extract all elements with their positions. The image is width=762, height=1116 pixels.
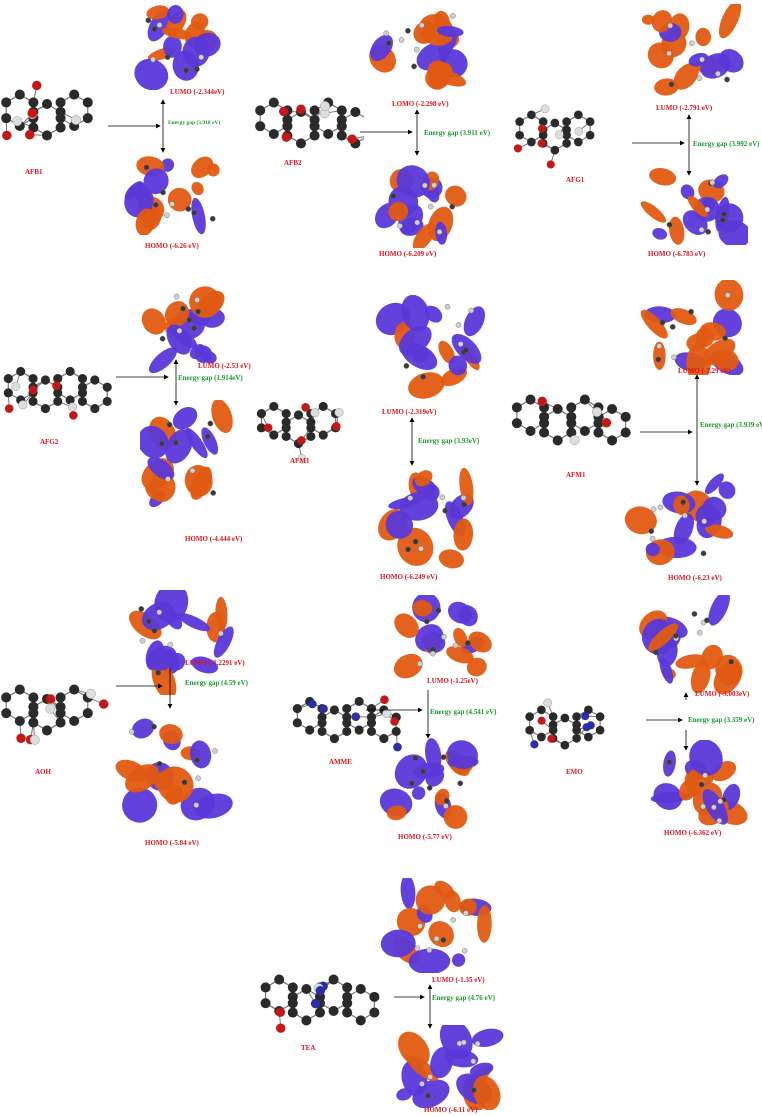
homo-label: HOMO (-4.444 eV) <box>185 535 243 543</box>
lumo-label: LUMO (-2.29 eV) <box>678 367 731 375</box>
lumo-orbital <box>141 286 225 374</box>
panel-afg2: AFG2 LUMO (-2.53 eV) Energy gap (1.914eV… <box>0 280 254 560</box>
panel-afm1-center: AFM1 LUMO (-2.319eV) Energy gap (3.93eV)… <box>254 280 508 581</box>
panel-afm1-right: AFM1 LUMO (-2.29 eV) Energy gap (3.939 e… <box>508 280 762 582</box>
panel-afg1: AFG1 LUMO (-2.791 eV) Energy gap (3.992 … <box>508 0 762 280</box>
lumo-orbital <box>369 10 468 90</box>
transition-arrows <box>640 374 700 486</box>
transition-arrows <box>409 417 415 466</box>
lumo-orbital <box>641 4 744 96</box>
panel-amme: AMME LUMO (-1.25eV) Energy gap (4.541 eV… <box>254 590 508 870</box>
energy-gap-label: Energy gap (3.359 eV) <box>688 716 755 724</box>
homo-label: HOMO (-6.249 eV) <box>380 573 438 581</box>
panel-afb1: AFB1 LUMO (-2.344eV) Energy gap (3.918 e… <box>0 0 254 280</box>
molecule-name: TEA <box>301 1044 316 1052</box>
homo-orbital <box>378 467 474 569</box>
molecule-structure <box>525 698 605 750</box>
transition-arrows <box>108 99 166 153</box>
molecule-structure <box>1 80 93 141</box>
homo-label: HOMO (-6.783 eV) <box>648 250 706 258</box>
molecule-name: AMME <box>329 758 352 766</box>
homo-label: HOMO (-5.84 eV) <box>145 839 199 847</box>
lumo-orbital <box>380 878 492 973</box>
homo-label: HOMO (-6.26 eV) <box>145 242 199 250</box>
panel-afb2: AFB2 LOMO (-2.298 eV) Energy gap (3.911 … <box>254 0 508 280</box>
molecule-name: AFB2 <box>284 159 302 167</box>
lumo-orbital <box>134 4 221 90</box>
homo-orbital <box>140 400 233 508</box>
molecule-structure <box>255 97 364 149</box>
homo-orbital <box>624 473 736 566</box>
molecule-name: AFM1 <box>566 471 586 479</box>
energy-gap-label: Energy gap (3.939 eV) <box>700 421 762 429</box>
energy-gap-label: Energy gap (4.59 eV) <box>185 679 248 687</box>
energy-gap-label: Energy gap (3.911 eV) <box>424 129 491 137</box>
homo-orbital <box>379 738 479 829</box>
homo-label: HOMO (-5.77 eV) <box>398 833 452 841</box>
molecule-structure <box>260 974 380 1033</box>
energy-gap-label: Energy gap (3.992 eV) <box>693 140 760 148</box>
energy-gap-label: Energy gap (4.541 eV) <box>430 708 497 716</box>
lumo-label: LUMO (-3.003eV) <box>695 690 750 698</box>
molecule-structure <box>513 104 595 169</box>
lumo-label: LUMO (-2.53 eV) <box>198 362 251 370</box>
molecule-structure <box>511 394 631 446</box>
lumo-label: LUMO (-2.319eV) <box>382 408 437 416</box>
transition-arrows <box>116 668 173 709</box>
molecule-structure <box>1 684 109 745</box>
molecule-name: AFB1 <box>25 168 43 176</box>
molecule-name: AFG1 <box>566 176 585 184</box>
lumo-orbital <box>394 595 492 679</box>
molecule-structure <box>292 695 402 752</box>
molecule-name: AFM1 <box>290 457 310 465</box>
lumo-label: LUMO (-1.35 eV) <box>432 976 485 984</box>
panel-aoh: AOH LUMO (-1.2291 eV) Energy gap (4.59 e… <box>0 590 254 870</box>
panel-emo: EMO LUMO (-3.003eV) Energy gap (3.359 eV… <box>508 590 762 870</box>
lumo-orbital <box>639 595 743 695</box>
molecule-structure <box>3 366 112 420</box>
transition-arrows <box>632 114 692 176</box>
energy-gap-label: Energy gap (1.914eV) <box>178 374 243 382</box>
homo-orbital <box>396 1025 504 1110</box>
energy-gap-label: Energy gap (4.76 eV) <box>432 994 495 1002</box>
molecule-structure <box>256 401 344 464</box>
lumo-label: LUMO (-2.791 eV) <box>656 104 713 112</box>
energy-gap-label: Energy gap (3.918 eV) <box>168 120 221 126</box>
homo-orbital <box>640 167 748 245</box>
homo-label: HOMO (-6.362 eV) <box>664 829 722 837</box>
panel-tea: TEA LUMO (-1.35 eV) Energy gap (4.76 eV)… <box>254 870 554 1116</box>
homo-orbital <box>374 165 467 248</box>
transition-arrows <box>646 692 689 751</box>
homo-orbital <box>115 718 233 823</box>
homo-label: HOMO (-6.209 eV) <box>379 250 437 258</box>
transition-arrows <box>116 359 179 406</box>
energy-gap-label: Energy gap (3.93eV) <box>418 437 480 445</box>
molecule-name: EMO <box>566 768 583 776</box>
homo-orbital <box>124 156 220 235</box>
lumo-orbital <box>375 294 486 399</box>
lumo-orbital <box>640 280 744 375</box>
transition-arrows <box>360 109 420 156</box>
lumo-label: LOMO (-2.298 eV) <box>392 100 449 108</box>
transition-arrows <box>366 690 431 739</box>
homo-label: HOMO (-6.23 eV) <box>668 574 722 582</box>
transition-arrows <box>394 984 433 1029</box>
lumo-label: LUMO (-2.344eV) <box>170 88 225 96</box>
molecule-name: AOH <box>35 768 51 776</box>
homo-label: HOMO (-6.11 eV) <box>424 1106 478 1114</box>
lumo-label: LUMO (-1.2291 eV) <box>185 659 245 667</box>
lumo-label: LUMO (-1.25eV) <box>427 677 478 685</box>
molecule-name: AFG2 <box>40 438 59 446</box>
homo-orbital <box>650 740 748 826</box>
